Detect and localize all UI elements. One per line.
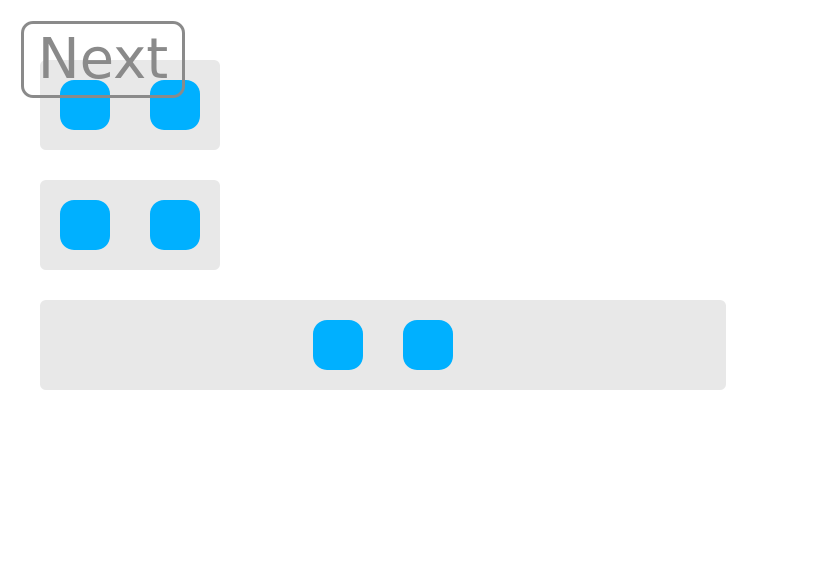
blue-square-item[interactable] xyxy=(313,320,363,370)
start-aligned-row-2 xyxy=(40,180,220,270)
center-aligned-row xyxy=(40,300,726,390)
start-aligned-row-1 xyxy=(40,60,220,150)
blue-square-item[interactable] xyxy=(150,200,200,250)
blue-square-item[interactable] xyxy=(60,200,110,250)
next-button[interactable]: Next xyxy=(21,21,185,98)
blue-square-item[interactable] xyxy=(403,320,453,370)
blue-square-item[interactable] xyxy=(60,80,110,130)
